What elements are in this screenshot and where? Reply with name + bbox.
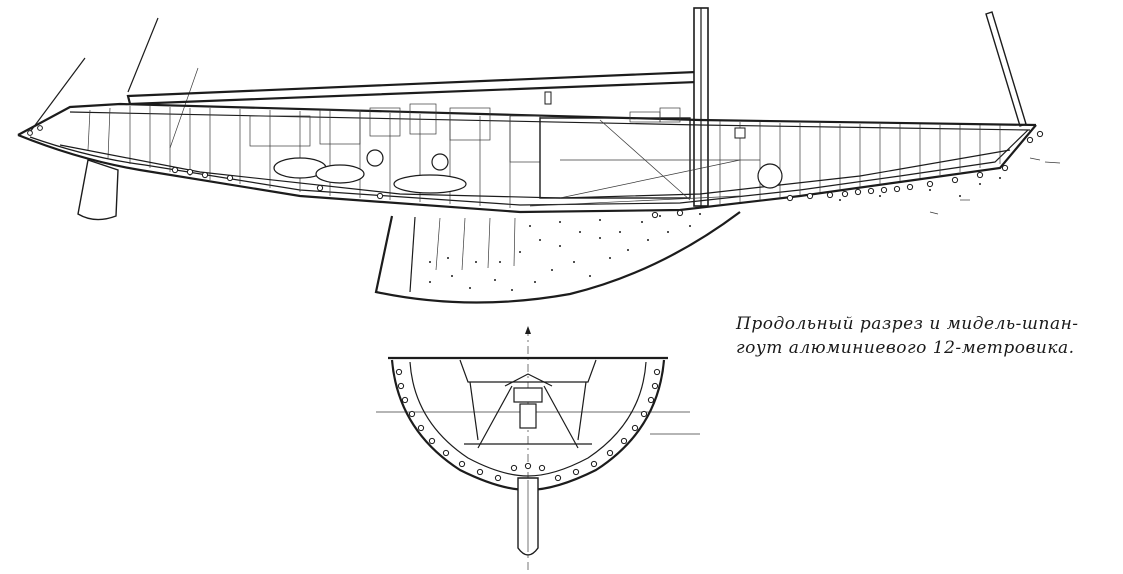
longitudinal-section xyxy=(17,7,1061,304)
cabin-sides xyxy=(469,381,587,441)
mast-step-frame xyxy=(504,373,553,387)
bow-stay-line xyxy=(29,57,86,133)
mast-step-block xyxy=(513,387,543,403)
deck-inner-line xyxy=(69,111,1031,131)
midship-section xyxy=(376,326,700,574)
ballast-stipple xyxy=(429,177,1001,291)
forestay-line xyxy=(127,17,159,93)
keel xyxy=(374,211,741,304)
interior-bunks xyxy=(273,149,467,194)
cabin-top xyxy=(459,359,597,383)
backstay-pole xyxy=(985,11,1027,127)
keel-frames xyxy=(435,217,516,271)
deck-line xyxy=(17,102,1037,136)
centerline-arrow xyxy=(525,326,531,334)
caption-line-2: гоут алюминиевого 12-метровика. xyxy=(736,338,1075,358)
section-hull-inner xyxy=(409,361,647,477)
stay-line-2 xyxy=(169,67,199,149)
hull-outline xyxy=(17,124,1037,214)
hull-rivets xyxy=(27,125,1044,219)
stringer xyxy=(59,144,1011,199)
rudder xyxy=(77,159,119,221)
caption-line-1: Продольный разрез и мидель-шпан- xyxy=(736,314,1079,334)
keel-stiffener xyxy=(409,216,416,293)
boom xyxy=(126,70,700,106)
mast-heel xyxy=(519,403,537,429)
waterline-marks xyxy=(929,157,1061,215)
cockpit-gear xyxy=(544,91,783,189)
caption: Продольный разрез и мидель-шпан- гоут ал… xyxy=(736,312,1116,360)
section-rivets xyxy=(395,368,661,482)
floor-braces xyxy=(477,385,579,449)
interior-equipment xyxy=(249,103,760,207)
